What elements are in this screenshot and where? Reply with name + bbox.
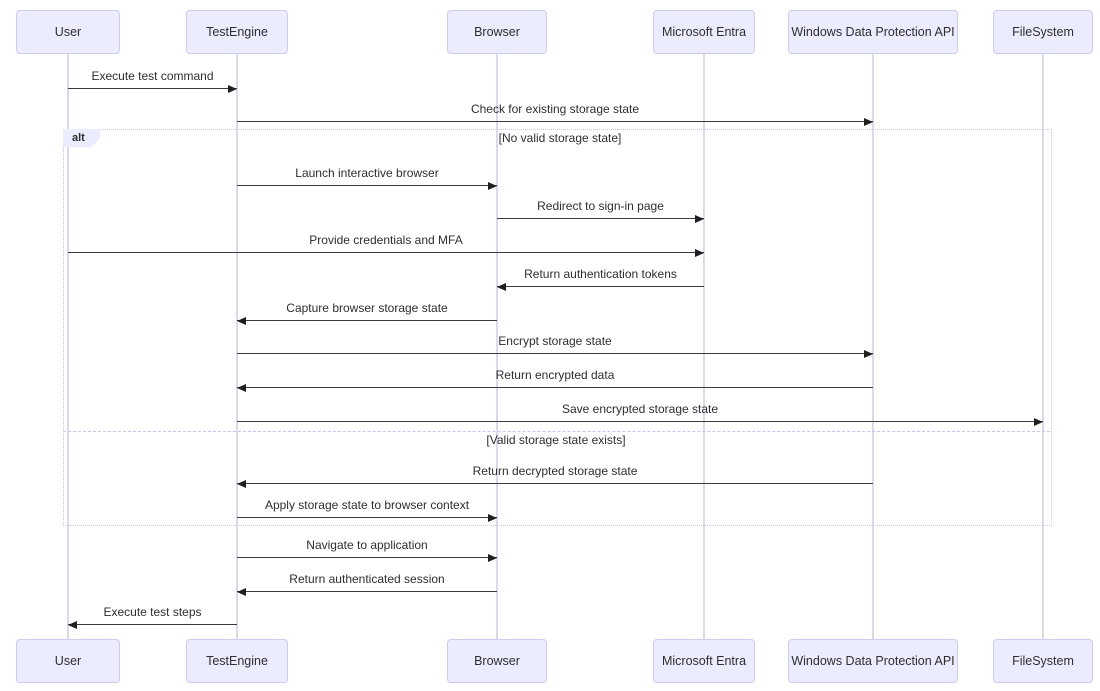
message-arrow-line [237, 185, 497, 186]
message-label: Apply storage state to browser context [264, 498, 470, 512]
message-arrowhead [237, 480, 246, 488]
message-arrow-line [68, 88, 237, 89]
message-label: Encrypt storage state [498, 334, 612, 348]
message-label: Execute test command [91, 69, 214, 83]
message-arrowhead [695, 215, 704, 223]
message-arrowhead [1034, 418, 1043, 426]
message-arrowhead [864, 350, 873, 358]
message-arrowhead [695, 249, 704, 257]
participant-user-top: User [16, 10, 120, 54]
lifeline-wdpa [872, 54, 874, 639]
message-label: Return decrypted storage state [472, 464, 638, 478]
message-arrow-line [68, 624, 237, 625]
message-label: Provide credentials and MFA [309, 233, 463, 247]
participant-entra-bottom: Microsoft Entra [653, 639, 755, 683]
message-arrowhead [864, 118, 873, 126]
participant-testengine-top: TestEngine [186, 10, 288, 54]
message-label: Navigate to application [306, 538, 428, 552]
message-arrow-line [237, 353, 873, 354]
message-arrowhead [488, 182, 497, 190]
participant-filesystem-top: FileSystem [993, 10, 1093, 54]
participant-testengine-bottom: TestEngine [186, 639, 288, 683]
alt-condition-label: [Valid storage state exists] [486, 433, 626, 447]
message-arrowhead [237, 317, 246, 325]
message-arrow-line [237, 517, 497, 518]
alt-frame [63, 129, 1052, 526]
message-label: Launch interactive browser [295, 166, 439, 180]
message-arrow-line [237, 591, 497, 592]
alt-section-divider [63, 431, 1050, 432]
participant-wdpa-top: Windows Data Protection API [788, 10, 958, 54]
message-arrow-line [497, 218, 704, 219]
message-label: Return encrypted data [495, 368, 615, 382]
message-label: Redirect to sign-in page [537, 199, 664, 213]
participant-filesystem-bottom: FileSystem [993, 639, 1093, 683]
message-label: Capture browser storage state [286, 301, 448, 315]
lifeline-entra [703, 54, 705, 639]
participant-browser-top: Browser [447, 10, 547, 54]
message-label: Return authentication tokens [524, 267, 677, 281]
message-label: Save encrypted storage state [561, 402, 719, 416]
participant-wdpa-bottom: Windows Data Protection API [788, 639, 958, 683]
participant-entra-top: Microsoft Entra [653, 10, 755, 54]
message-label: Return authenticated session [289, 572, 445, 586]
message-arrow-line [237, 557, 497, 558]
message-arrow-line [237, 320, 497, 321]
message-arrowhead [237, 384, 246, 392]
lifeline-browser [496, 54, 498, 639]
message-arrow-line [237, 121, 873, 122]
participant-browser-bottom: Browser [447, 639, 547, 683]
message-arrowhead [488, 514, 497, 522]
message-arrow-line [497, 286, 704, 287]
message-arrowhead [237, 588, 246, 596]
lifeline-testengine [236, 54, 238, 639]
alt-frame-label: alt [63, 129, 100, 147]
participant-user-bottom: User [16, 639, 120, 683]
alt-condition-label: [No valid storage state] [498, 131, 622, 145]
lifeline-user [67, 54, 69, 639]
message-arrow-line [237, 421, 1043, 422]
message-arrowhead [68, 621, 77, 629]
lifeline-filesystem [1042, 54, 1044, 639]
message-arrow-line [237, 387, 873, 388]
message-arrowhead [488, 554, 497, 562]
message-arrowhead [228, 85, 237, 93]
message-arrow-line [68, 252, 704, 253]
message-arrow-line [237, 483, 873, 484]
message-arrowhead [497, 283, 506, 291]
message-label: Execute test steps [103, 605, 202, 619]
message-label: Check for existing storage state [470, 102, 640, 116]
